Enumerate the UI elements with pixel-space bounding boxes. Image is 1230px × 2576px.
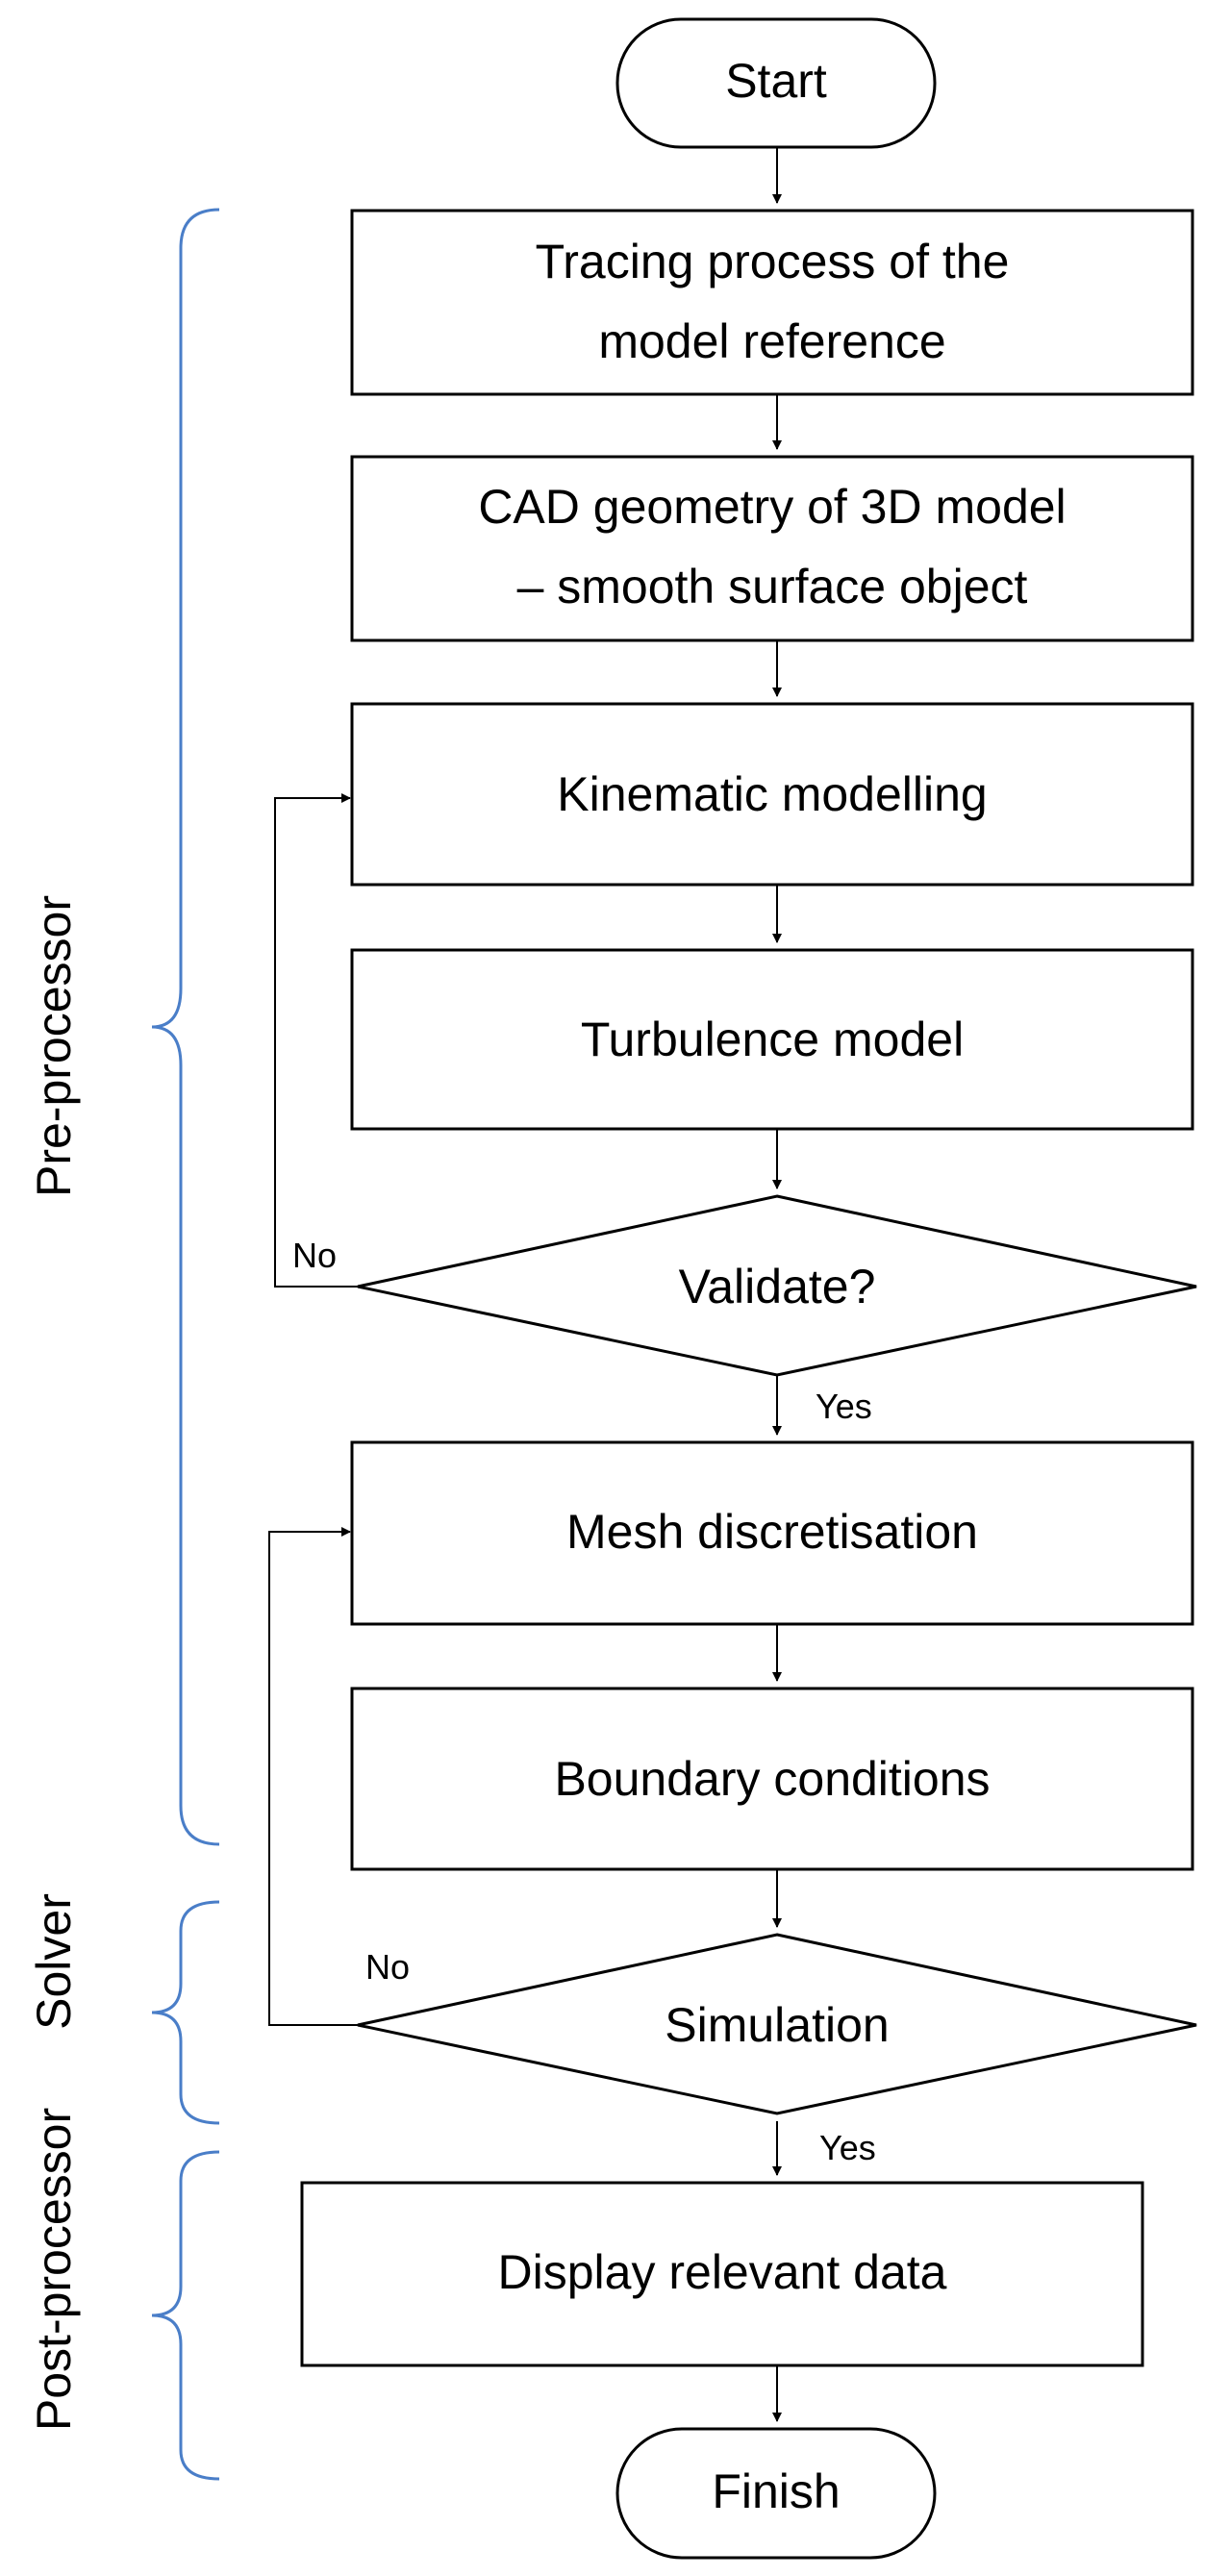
node-tracing-line-1: Tracing process of the: [536, 235, 1010, 288]
node-boundary-label: Boundary conditions: [554, 1752, 990, 1806]
node-display-data: Display relevant data: [300, 2181, 1144, 2367]
edge-labels: No Yes No Yes: [292, 1236, 876, 2167]
label-simulation-yes: Yes: [819, 2128, 876, 2167]
node-tracing-line-2: model reference: [598, 314, 945, 368]
label-validate-no: No: [292, 1236, 337, 1275]
node-start-label: Start: [725, 54, 827, 108]
node-simulation-label: Simulation: [665, 1998, 889, 2052]
node-finish: Finish: [615, 2427, 937, 2560]
brace-pre-processor: [151, 208, 220, 1846]
node-cad-line-1: CAD geometry of 3D model: [478, 480, 1066, 534]
stage-label-solver: Solver: [27, 1893, 81, 2030]
node-mesh-label: Mesh discretisation: [566, 1505, 978, 1559]
node-kinematic-label: Kinematic modelling: [557, 767, 987, 821]
node-mesh-discretisation: Mesh discretisation: [350, 1440, 1194, 1626]
node-validate-decision: Validate?: [357, 1194, 1197, 1377]
node-start: Start: [615, 17, 937, 149]
stage-label-pre-processor: Pre-processor: [27, 895, 81, 1197]
node-cad-geometry: CAD geometry of 3D model – smooth surfac…: [350, 455, 1194, 642]
node-validate-label: Validate?: [679, 1260, 876, 1313]
label-validate-yes: Yes: [816, 1387, 872, 1426]
node-simulation-decision: Simulation: [357, 1933, 1197, 2115]
stage-braces: [151, 208, 220, 2481]
brace-solver: [151, 1900, 220, 2125]
node-kinematic-modelling: Kinematic modelling: [350, 702, 1194, 887]
node-turbulence-label: Turbulence model: [581, 1013, 964, 1066]
edge-simulation-no-loop: [268, 1527, 358, 2026]
edge-validate-no-loop: [274, 793, 358, 1288]
node-cad-line-2: – smooth surface object: [517, 560, 1028, 613]
stage-label-post-processor: Post-processor: [27, 2108, 81, 2431]
node-finish-label: Finish: [712, 2464, 840, 2518]
stage-labels: Pre-processor Solver Post-processor: [27, 895, 81, 2431]
nodes: Start Tracing process of the model refer…: [300, 17, 1197, 2560]
label-simulation-no: No: [365, 1947, 410, 1987]
node-tracing-process: Tracing process of the model reference: [350, 209, 1194, 396]
node-boundary-conditions: Boundary conditions: [350, 1687, 1194, 1871]
brace-post-processor: [151, 2150, 220, 2481]
edges: [268, 147, 782, 2422]
node-display-label: Display relevant data: [498, 2245, 947, 2299]
node-turbulence-model: Turbulence model: [350, 948, 1194, 1131]
